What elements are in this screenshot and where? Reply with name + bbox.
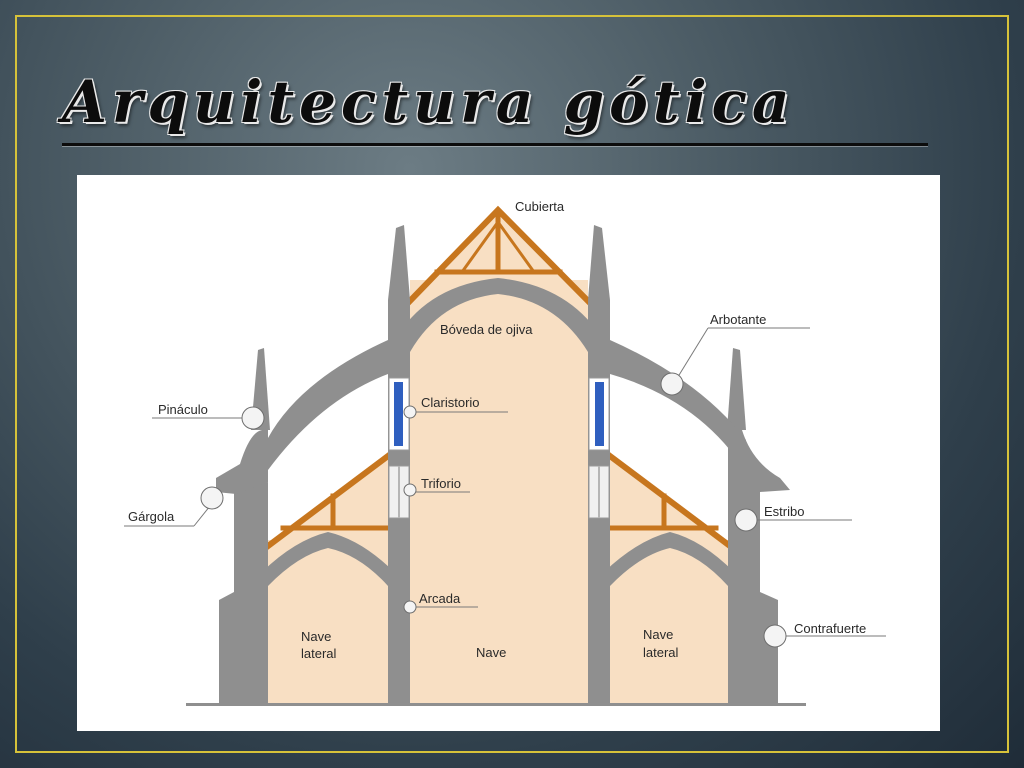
- label-contrafuerte: Contrafuerte: [794, 621, 866, 636]
- label-arcada: Arcada: [419, 591, 461, 606]
- label-estribo: Estribo: [764, 504, 804, 519]
- diagram-panel: Cubierta Bóveda de ojiva Arbotante Pinác…: [77, 175, 940, 731]
- leader-arbotante: [675, 327, 709, 381]
- marker-triforio: [403, 483, 417, 497]
- callout-markers: [200, 372, 787, 648]
- label-pinaculo: Pináculo: [158, 402, 208, 417]
- roof-trusses: [263, 205, 735, 551]
- label-nave-lateral-right-line1: Nave: [643, 627, 673, 642]
- marker-pinaculo: [241, 406, 265, 430]
- label-claristorio: Claristorio: [421, 395, 480, 410]
- label-boveda-de-ojiva: Bóveda de ojiva: [440, 322, 533, 337]
- claristorio-window-right-glass: [595, 382, 604, 446]
- right-estribo-ledge: [728, 430, 790, 492]
- vaults: [262, 278, 734, 586]
- label-nave-lateral-left-line2: lateral: [301, 646, 337, 661]
- gothic-cross-section-diagram: Cubierta Bóveda de ojiva Arbotante Pinác…: [124, 199, 886, 706]
- marker-contrafuerte: [763, 624, 787, 648]
- marker-arcada: [403, 600, 417, 614]
- arbotante-flying-buttress: [610, 340, 746, 472]
- left-central-pinnacle: [388, 225, 410, 300]
- leader-lines: [124, 327, 886, 637]
- right-aisle-truss: [605, 451, 735, 551]
- left-aisle-vault-rib: [262, 532, 394, 586]
- label-triforio: Triforio: [421, 476, 461, 491]
- marker-arbotante: [660, 372, 684, 396]
- marker-gargola: [200, 486, 224, 510]
- right-aisle-vault-rib: [604, 532, 734, 586]
- right-buttress: [728, 482, 778, 705]
- windows: [388, 377, 610, 519]
- label-nave: Nave: [476, 645, 506, 660]
- cubierta-truss: [403, 205, 595, 308]
- label-arbotante: Arbotante: [710, 312, 766, 327]
- ground-line: [186, 703, 806, 706]
- title-underline: [62, 143, 928, 146]
- label-gargola: Gárgola: [128, 509, 175, 524]
- right-outer-pinnacle: [727, 348, 746, 430]
- left-buttress: [219, 482, 268, 705]
- diagram-labels: Cubierta Bóveda de ojiva Arbotante Pinác…: [128, 199, 866, 661]
- marker-claristorio: [403, 405, 417, 419]
- label-cubierta: Cubierta: [515, 199, 565, 214]
- boveda-de-ojiva-rib: [398, 278, 600, 352]
- stone-structure: [186, 225, 806, 706]
- label-nave-lateral-right-line2: lateral: [643, 645, 679, 660]
- left-aisle-truss: [263, 451, 393, 551]
- marker-estribo: [734, 508, 758, 532]
- slide-title: Arquitectura gótica: [62, 68, 795, 136]
- slide-frame: [15, 15, 1009, 753]
- right-central-pinnacle: [588, 225, 610, 300]
- left-flying-buttress: [268, 340, 388, 470]
- claristorio-window-left-glass: [394, 382, 403, 446]
- left-gargoyle-ledge: [216, 430, 268, 494]
- label-nave-lateral-left-line1: Nave: [301, 629, 331, 644]
